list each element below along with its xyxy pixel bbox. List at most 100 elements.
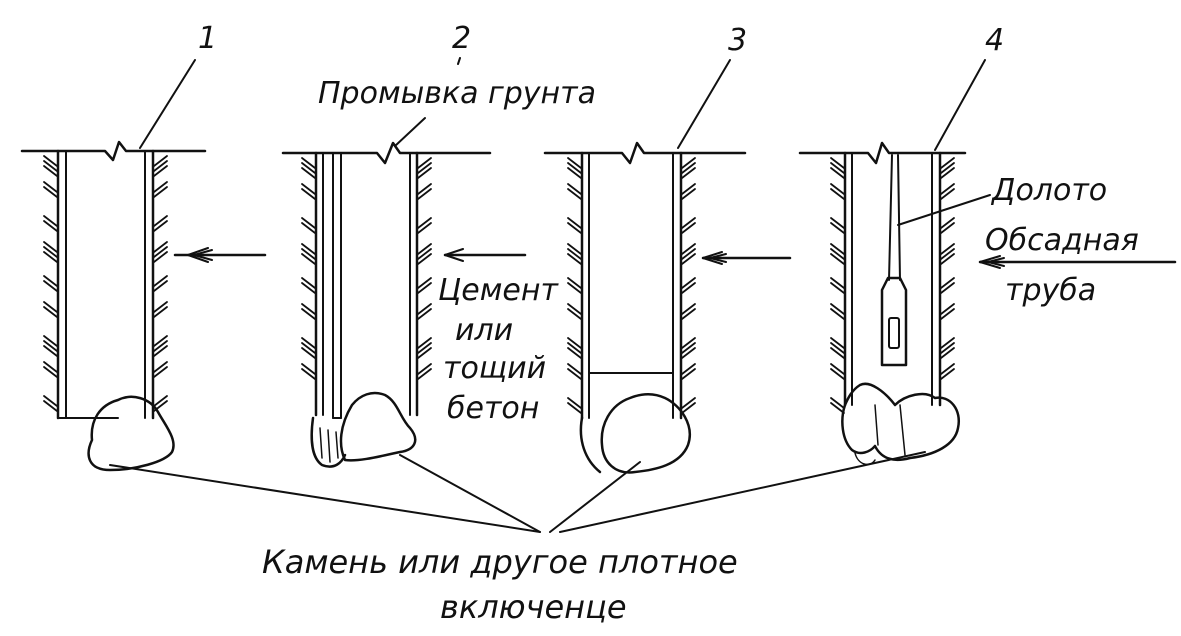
casing-left-wall-3 xyxy=(580,151,590,420)
label-cement-2: или xyxy=(455,313,513,348)
soil-hatch-mark xyxy=(567,217,582,229)
step-number-4: 4 xyxy=(985,23,1004,58)
soil-hatch-mark xyxy=(153,361,168,373)
soil-hatch-mark xyxy=(153,280,168,292)
soil-hatch-mark xyxy=(681,217,696,229)
step-number-3: 3 xyxy=(728,23,747,58)
soil-hatch-mark xyxy=(417,368,432,380)
soil-hatch-mark xyxy=(43,366,58,378)
soil-hatch-mark xyxy=(153,241,168,253)
label-washing: Промывка грунта xyxy=(318,76,596,111)
washed-cavity-2 xyxy=(310,416,347,468)
casing-left-wall-4 xyxy=(843,151,853,407)
soil-hatch-mark xyxy=(301,243,316,255)
soil-hatch-mark xyxy=(830,308,845,320)
soil-hatch-mark xyxy=(153,251,168,263)
soil-hatch-mark xyxy=(301,363,316,375)
soil-hatch-mark xyxy=(567,222,582,234)
drill-rope-b xyxy=(897,154,901,281)
soil-hatch-mark xyxy=(567,363,582,375)
soil-hatch-mark xyxy=(830,363,845,375)
soil-hatch-mark xyxy=(830,248,845,260)
casing-left-wall-1 xyxy=(56,149,67,420)
soil-hatch-mark xyxy=(43,361,58,373)
soil-hatch-mark xyxy=(301,342,316,354)
soil-hatch-mark xyxy=(43,340,58,352)
soil-hatch-mark xyxy=(417,222,432,234)
soil-hatch-mark xyxy=(301,183,316,195)
arrow-head-3-4 xyxy=(702,251,727,265)
soil-hatch-mark xyxy=(681,397,696,409)
soil-hatch-mark xyxy=(43,160,58,172)
label-stone-line-1: Камень или другое плотное xyxy=(262,543,738,581)
soil-hatch-left-4 xyxy=(830,157,845,414)
soil-hatch-mark xyxy=(830,342,845,354)
soil-hatch-mark xyxy=(681,222,696,234)
soil-hatch-mark xyxy=(43,400,58,412)
soil-hatch-mark xyxy=(43,301,58,313)
soil-hatch-mark xyxy=(153,165,168,177)
soil-hatch-mark xyxy=(417,342,432,354)
soil-hatch-mark xyxy=(940,347,955,359)
arrow-head-1-2 xyxy=(187,247,213,263)
soil-hatch-mark xyxy=(153,181,168,193)
soil-hatch-mark xyxy=(830,222,845,234)
soil-hatch-mark xyxy=(830,253,845,265)
soil-hatch-mark xyxy=(681,303,696,315)
drill-rope-a xyxy=(888,154,893,281)
chisel xyxy=(880,276,908,367)
soil-hatch-mark xyxy=(940,167,955,179)
leader-stone-1 xyxy=(109,464,541,533)
soil-hatch-mark xyxy=(830,368,845,380)
soil-hatch-right-2 xyxy=(417,157,432,380)
soil-hatch-mark xyxy=(417,363,432,375)
soil-hatch-mark xyxy=(417,188,432,200)
soil-hatch-mark xyxy=(153,301,168,313)
cement-fill-2 xyxy=(319,427,339,463)
soil-hatch-mark xyxy=(567,368,582,380)
soil-hatch-mark xyxy=(567,282,582,294)
soil-hatch-mark xyxy=(43,155,58,167)
soil-hatch-mark xyxy=(43,251,58,263)
soil-hatch-mark xyxy=(567,308,582,320)
casing-right-wall-3 xyxy=(672,151,683,420)
soil-hatch-mark xyxy=(681,308,696,320)
soil-hatch-mark xyxy=(417,337,432,349)
soil-hatch-mark xyxy=(567,243,582,255)
soil-hatch-mark xyxy=(681,337,696,349)
stone-chip-4 xyxy=(854,452,876,466)
soil-hatch-mark xyxy=(153,220,168,232)
soil-hatch-mark xyxy=(830,402,845,414)
soil-hatch-mark xyxy=(417,303,432,315)
leader-number-2 xyxy=(394,57,461,147)
soil-hatch-mark xyxy=(43,280,58,292)
soil-hatch-mark xyxy=(153,160,168,172)
soil-hatch-mark xyxy=(940,183,955,195)
soil-hatch-mark xyxy=(830,397,845,409)
soil-hatch-mark xyxy=(830,243,845,255)
soil-hatch-mark xyxy=(567,397,582,409)
soil-hatch-mark xyxy=(830,347,845,359)
soil-hatch-mark xyxy=(681,183,696,195)
soil-hatch-mark xyxy=(153,345,168,357)
soil-hatch-mark xyxy=(940,217,955,229)
leader-number-3 xyxy=(677,59,731,149)
label-casing-1: Обсадная xyxy=(985,223,1139,258)
soil-hatch-mark xyxy=(681,188,696,200)
soil-hatch-left-1 xyxy=(43,155,58,412)
soil-hatch-mark xyxy=(940,248,955,260)
casing-right-wall-2 xyxy=(409,151,419,417)
cavity-wall-3 xyxy=(579,416,602,474)
soil-hatch-mark xyxy=(681,363,696,375)
soil-hatch-mark xyxy=(153,246,168,258)
stage-2: 2 Промывка грунта Цемент или тощий бетон xyxy=(281,21,596,468)
label-cement-1: Цемент xyxy=(438,273,559,308)
soil-hatch-mark xyxy=(301,157,316,169)
soil-hatch-mark xyxy=(567,188,582,200)
soil-hatch-mark xyxy=(681,282,696,294)
soil-hatch-mark xyxy=(830,277,845,289)
soil-hatch-mark xyxy=(43,181,58,193)
soil-hatch-mark xyxy=(417,248,432,260)
stone-crack-4 xyxy=(874,404,906,456)
